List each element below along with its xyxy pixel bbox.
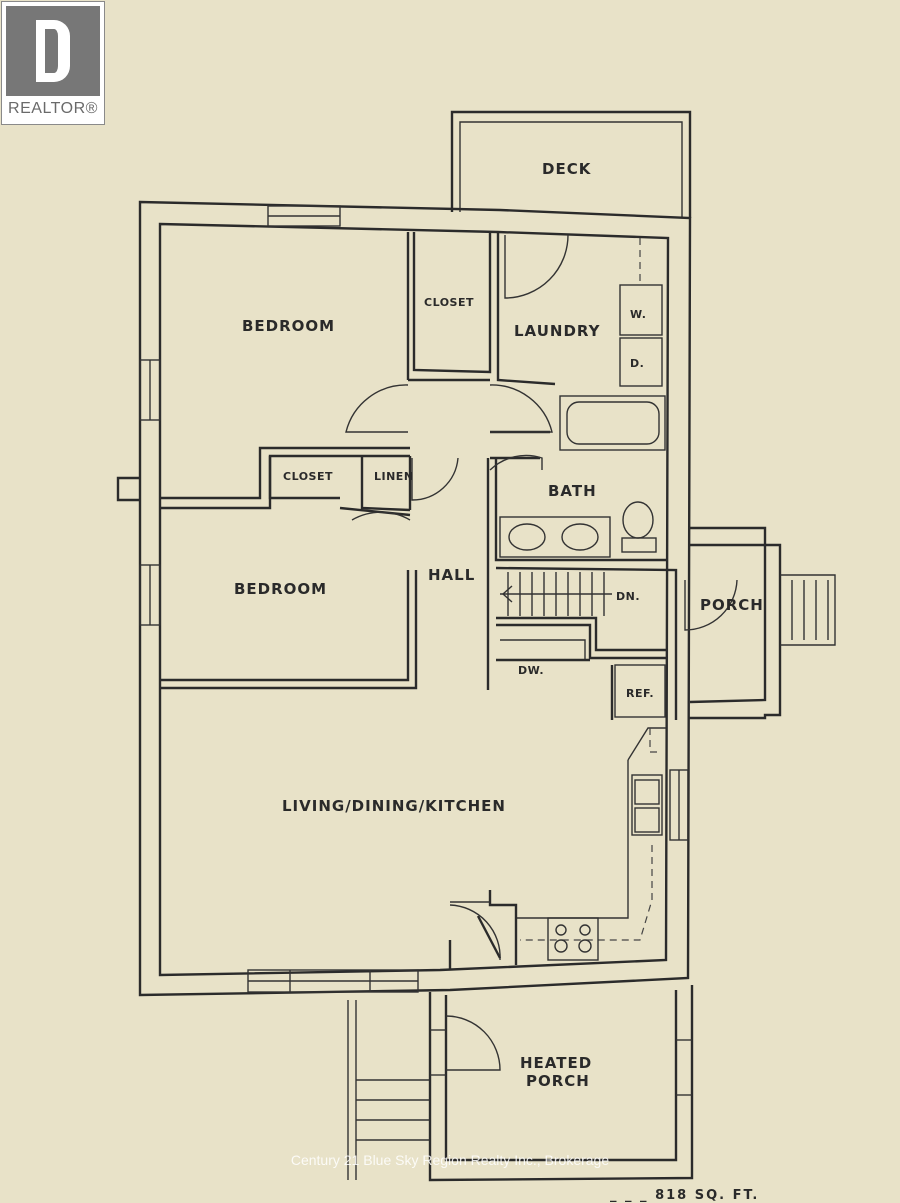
label-bedroom-2: BEDROOM bbox=[234, 580, 327, 598]
interior-walls bbox=[160, 232, 678, 970]
label-heated-porch-line2: PORCH bbox=[526, 1072, 590, 1090]
fixtures bbox=[499, 238, 666, 961]
label-closet-1: CLOSET bbox=[424, 296, 474, 309]
label-dryer: D. bbox=[630, 357, 644, 370]
label-heated-porch-line1: HEATED bbox=[520, 1054, 592, 1072]
brokerage-watermark: Century 21 Blue Sky Region Realty Inc., … bbox=[290, 1152, 610, 1168]
label-stairs-down: DN. bbox=[616, 590, 640, 603]
heated-porch bbox=[347, 985, 694, 1182]
deck bbox=[450, 110, 692, 218]
label-hall: HALL bbox=[428, 566, 475, 584]
label-closet-2: CLOSET bbox=[283, 470, 333, 483]
label-porch: PORCH bbox=[700, 596, 764, 614]
area-text-partial: _ _ _ 818 SQ. FT. bbox=[610, 1188, 760, 1203]
room-labels: DECK BEDROOM CLOSET LAUNDRY W. D. CLOSET… bbox=[234, 160, 764, 1090]
label-bedroom-1: BEDROOM bbox=[242, 317, 335, 335]
label-fridge: REF. bbox=[626, 687, 654, 700]
doors bbox=[345, 234, 738, 961]
label-deck: DECK bbox=[542, 160, 592, 178]
realtor-logo: REALTOR® bbox=[1, 1, 105, 125]
label-bath: BATH bbox=[548, 482, 597, 500]
label-dishwasher: DW. bbox=[518, 664, 544, 677]
stairs bbox=[500, 572, 612, 616]
side-porch bbox=[688, 526, 836, 720]
label-living-dining-kitchen: LIVING/DINING/KITCHEN bbox=[282, 797, 506, 815]
label-laundry: LAUNDRY bbox=[514, 322, 601, 340]
label-linen: LINEN bbox=[374, 470, 414, 483]
realtor-logo-text: REALTOR® bbox=[8, 100, 98, 117]
realtor-r-icon bbox=[6, 6, 100, 96]
label-washer: W. bbox=[630, 308, 646, 321]
